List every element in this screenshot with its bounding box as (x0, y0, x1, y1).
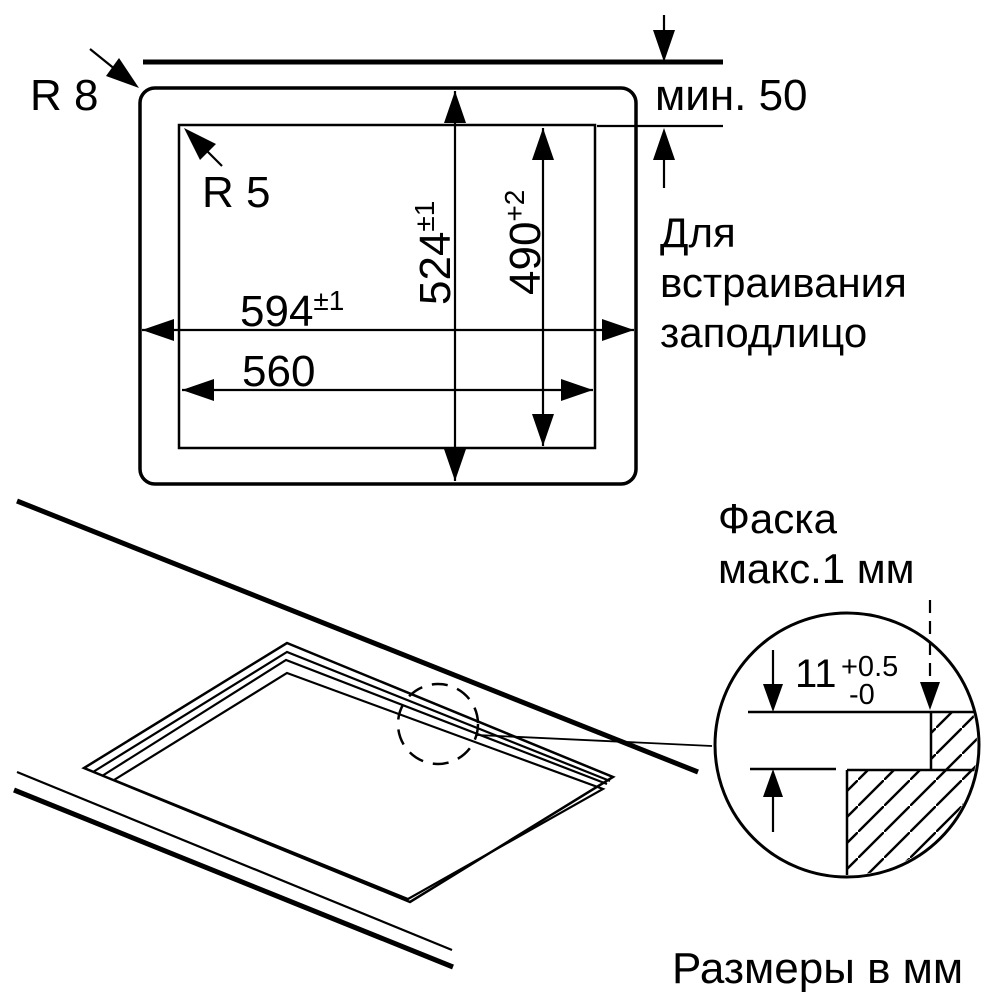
detail-circle (713, 611, 981, 879)
radius-outer-arrowhead (106, 58, 139, 88)
appliance-height-bottom-arrowhead (444, 449, 466, 481)
appliance-width-value: 594 (240, 287, 313, 336)
chamfer-callout: Фаска макс.1 мм (718, 495, 940, 710)
plan-view: R 8 R 5 мин. 50 594±1 (30, 15, 907, 486)
cutout-height-value: 490 (501, 222, 550, 295)
appliance-height-top-arrowhead (444, 91, 466, 123)
recess-depth-dimension: 11 +0.5 -0 (763, 650, 898, 832)
appliance-width-dimension: 594±1 (142, 285, 634, 341)
detail-leader-line (476, 734, 713, 747)
cutout-recess-outer-edge (81, 641, 616, 904)
chamfer-arrowhead (920, 682, 940, 710)
cutout-height-tolerance: +2 (499, 190, 530, 222)
cutout-inner-hole-edge (111, 671, 606, 901)
cutout-width-dimension: 560 (182, 347, 593, 401)
flush-note-line3: заподлицо (660, 309, 867, 356)
flush-note-line1: Для (660, 209, 736, 256)
units-note: Размеры в мм (672, 944, 963, 993)
radius-outer-leader-line (89, 48, 117, 71)
appliance-height-label: 524±1 (409, 201, 460, 305)
cutout-width-left-arrowhead (182, 379, 214, 401)
cutout-step-line-2 (101, 658, 608, 786)
appliance-width-left-arrowhead (142, 319, 174, 341)
radius-inner-leader-line (205, 149, 223, 167)
appliance-height-tolerance: ±1 (409, 201, 440, 232)
cutout-height-label: 490+2 (499, 190, 550, 295)
min-clearance-up-arrowhead (653, 128, 675, 160)
radius-outer-callout: R 8 (30, 48, 139, 120)
min-clearance-label: мин. 50 (655, 71, 808, 120)
min-clearance-down-arrowhead (653, 30, 675, 62)
appliance-width-label: 594±1 (240, 285, 344, 336)
detail-view: 11 +0.5 -0 Фаска макс.1 мм (713, 495, 981, 879)
worktop-section-upper-hatch (931, 712, 977, 770)
worktop-front-top-edge (16, 770, 453, 952)
recess-depth-value: 11 (795, 652, 837, 696)
cutout-step-line-1 (92, 650, 611, 783)
appliance-height-value: 524 (411, 232, 460, 305)
min-clearance-dimension: мин. 50 (597, 15, 808, 188)
radius-inner-callout: R 5 (184, 128, 270, 217)
radius-inner-label: R 5 (202, 168, 270, 217)
chamfer-note-line2: макс.1 мм (718, 545, 915, 592)
worktop-rear-edge (16, 498, 699, 775)
appliance-width-right-arrowhead (602, 319, 634, 341)
cutout-height-top-arrowhead (532, 128, 554, 160)
flush-mounting-note: Для встраивания заподлицо (660, 209, 907, 356)
detail-section (845, 712, 977, 875)
cutout-width-label: 560 (242, 347, 315, 396)
recess-depth-down-arrowhead (763, 684, 783, 712)
cutout-width-right-arrowhead (561, 379, 593, 401)
worktop-section-lower-hatch (847, 770, 977, 875)
recess-depth-tolerance-minus: -0 (849, 679, 875, 711)
radius-outer-label: R 8 (30, 71, 98, 120)
worktop-front-bottom-edge (13, 787, 454, 970)
appliance-outline (138, 86, 638, 486)
cutout-outline (177, 123, 597, 450)
radius-inner-arrowhead (184, 128, 216, 160)
detail-marker-circle (396, 682, 480, 766)
appliance-height-dimension: 524±1 (409, 91, 466, 481)
isometric-view (13, 498, 713, 970)
appliance-width-tolerance: ±1 (313, 285, 344, 316)
cutout-height-dimension: 490+2 (499, 128, 554, 446)
recess-depth-tolerance-plus: +0.5 (841, 651, 898, 683)
cutout-height-bottom-arrowhead (532, 414, 554, 446)
recess-depth-up-arrowhead (763, 769, 783, 797)
chamfer-note-line1: Фаска (718, 495, 838, 542)
flush-note-line2: встраивания (660, 259, 907, 306)
